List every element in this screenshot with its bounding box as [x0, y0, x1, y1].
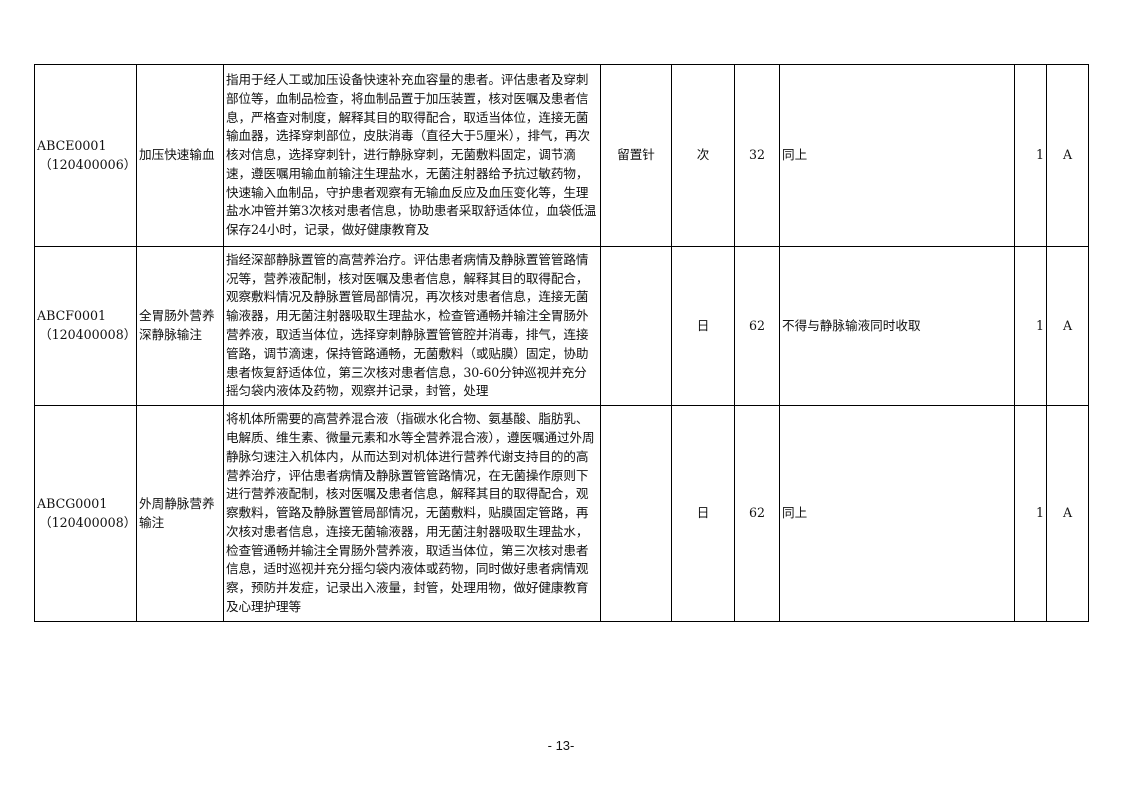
- item-code-secondary: （120400008）: [39, 327, 137, 342]
- grade: A: [1046, 246, 1089, 406]
- item-code-cell: ABCF0001 （120400008）: [34, 246, 137, 406]
- table-row: ABCG0001 （120400008） 外周静脉营养输注 将机体所需要的高营养混…: [34, 405, 1089, 622]
- price: 32: [734, 64, 780, 247]
- item-code-cell: ABCE0001 （120400006）: [34, 64, 137, 247]
- fee-schedule-table: ABCE0001 （120400006） 加压快速输血 指用于经人工或加压设备快速…: [34, 64, 1089, 622]
- excluded-material: 留置针: [600, 64, 672, 247]
- count: 1: [1014, 246, 1047, 406]
- grade: A: [1046, 64, 1089, 247]
- excluded-material: [600, 405, 672, 622]
- item-code-secondary: （120400006）: [39, 156, 137, 172]
- remark: 同上: [779, 405, 1015, 622]
- page-number: - 13-: [547, 738, 575, 753]
- item-code-secondary: （120400008）: [39, 514, 137, 530]
- item-description-cell: 指经深部静脉置管的高营养治疗。评估患者病情及静脉置管管路情况等，营养液配制，核对…: [223, 246, 601, 406]
- item-code: ABCG0001: [37, 495, 108, 511]
- remark: 不得与静脉输液同时收取: [779, 246, 1015, 406]
- count: 1: [1014, 405, 1047, 622]
- item-code: ABCE0001: [37, 137, 107, 153]
- price: 62: [734, 405, 780, 622]
- item-description-cell: 指用于经人工或加压设备快速补充血容量的患者。评估患者及穿刺部位等，血制品检查，将…: [223, 64, 601, 247]
- item-name: 加压快速输血: [136, 64, 224, 247]
- remark: 同上: [779, 64, 1015, 247]
- item-name: 外周静脉营养输注: [136, 405, 224, 622]
- grade: A: [1046, 405, 1089, 622]
- item-name: 全胃肠外营养深静脉输注: [136, 246, 224, 406]
- unit: 日: [671, 246, 735, 406]
- count: 1: [1014, 64, 1047, 247]
- unit: 次: [671, 64, 735, 247]
- price: 62: [734, 246, 780, 406]
- item-code: ABCF0001: [37, 308, 107, 324]
- table-row: ABCE0001 （120400006） 加压快速输血 指用于经人工或加压设备快速…: [34, 64, 1089, 247]
- item-description-cell: 将机体所需要的高营养混合液（指碳水化合物、氨基酸、脂肪乳、电解质、维生素、微量元…: [223, 405, 601, 622]
- item-code-cell: ABCG0001 （120400008）: [34, 405, 137, 622]
- item-description: 将机体所需要的高营养混合液（指碳水化合物、氨基酸、脂肪乳、电解质、维生素、微量元…: [226, 411, 595, 615]
- unit: 日: [671, 405, 735, 622]
- excluded-material: [600, 246, 672, 406]
- item-description: 指经深部静脉置管的高营养治疗。评估患者病情及静脉置管管路情况等，营养液配制，核对…: [226, 251, 589, 399]
- table-row: ABCF0001 （120400008） 全胃肠外营养深静脉输注 指经深部静脉置管…: [34, 246, 1089, 406]
- item-description: 指用于经人工或加压设备快速补充血容量的患者。评估患者及穿刺部位等，血制品检查，将…: [226, 71, 597, 238]
